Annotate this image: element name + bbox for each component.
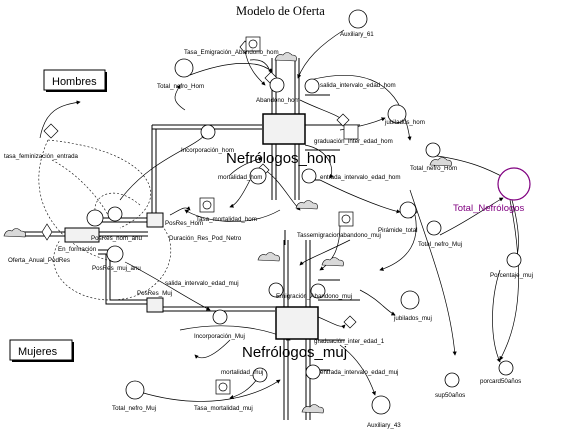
svg-text:Total_nefro_Muj: Total_nefro_Muj bbox=[112, 405, 156, 412]
svg-text:PosRes_Hom: PosRes_Hom bbox=[165, 220, 203, 227]
hombres-label: Hombres bbox=[52, 76, 97, 88]
svg-text:entrada_intervalo_edad_muj: entrada_intervalo_edad_muj bbox=[320, 369, 398, 376]
svg-text:salida_intervalo_edad_hom: salida_intervalo_edad_hom bbox=[320, 82, 396, 89]
svg-text:PosRes_muj_anu: PosRes_muj_anu bbox=[92, 265, 141, 272]
svg-text:graduación_inter_edad_1: graduación_inter_edad_1 bbox=[314, 338, 385, 345]
aux-nodes bbox=[86, 9, 522, 415]
total-nefrologos-node bbox=[497, 167, 531, 201]
stock-posres-muj[interactable]: PosRes_Muj bbox=[137, 290, 172, 313]
svg-text:Porcentaje_muj: Porcentaje_muj bbox=[490, 272, 533, 279]
svg-text:Total_nefro_Muj: Total_nefro_Muj bbox=[418, 241, 462, 248]
svg-text:Total_nefro_Hom: Total_nefro_Hom bbox=[157, 83, 204, 90]
svg-text:Abandono_hom: Abandono_hom bbox=[256, 97, 300, 104]
stock-nefrologos-muj[interactable]: Nefrólogos_muj bbox=[242, 306, 347, 361]
svg-text:tasa_feminización_entrada: tasa_feminización_entrada bbox=[4, 153, 79, 160]
svg-text:Auxiliary_43: Auxiliary_43 bbox=[367, 422, 401, 429]
mujeres-label: Mujeres bbox=[18, 346, 58, 358]
diagram-title: Modelo de Oferta bbox=[236, 4, 325, 18]
svg-text:Pirámide_total: Pirámide_total bbox=[378, 227, 418, 234]
svg-text:salida_intervalo_edad_muj: salida_intervalo_edad_muj bbox=[165, 280, 239, 287]
hombres-label-box: Hombres bbox=[43, 69, 107, 92]
svg-text:Total_Nefrólogos: Total_Nefrólogos bbox=[453, 203, 525, 214]
stock-nefrologos-hom[interactable]: Nefrólogos_hom bbox=[226, 113, 336, 167]
svg-text:Total_nefro_Hom: Total_nefro_Hom bbox=[410, 165, 457, 172]
svg-text:PosRes_Muj: PosRes_Muj bbox=[137, 290, 172, 297]
mujeres-label-box: Mujeres bbox=[9, 339, 74, 362]
svg-text:Tasa_Emigración_Abandono_hom: Tasa_Emigración_Abandono_hom bbox=[184, 49, 279, 56]
svg-text:PosRes_hom_anu: PosRes_hom_anu bbox=[91, 235, 142, 242]
svg-text:jubilados_hom: jubilados_hom bbox=[384, 119, 425, 126]
svg-text:En_formación: En_formación bbox=[58, 246, 97, 253]
svg-text:porcard50años: porcard50años bbox=[480, 378, 521, 385]
stock-nefrologos-hom-label: Nefrólogos_hom bbox=[226, 150, 336, 167]
stock-nefrologos-muj-label: Nefrólogos_muj bbox=[242, 344, 347, 361]
svg-text:Tasa_mortalidad_muj: Tasa_mortalidad_muj bbox=[194, 405, 253, 412]
pipe-posres-muj bbox=[98, 249, 148, 305]
labels: Auxiliary_61 Tasa_Emigración_Abandono_ho… bbox=[4, 31, 533, 429]
svg-text:graduación_inter_edad_hom: graduación_inter_edad_hom bbox=[314, 138, 393, 145]
pipe-posres-hom bbox=[98, 217, 148, 223]
svg-text:Tasa_mortalidad_hom: Tasa_mortalidad_hom bbox=[196, 216, 257, 223]
svg-text:entrada_intervalo_edad_hom: entrada_intervalo_edad_hom bbox=[320, 174, 401, 181]
svg-text:Duración_Res_Pod_Netro: Duración_Res_Pod_Netro bbox=[169, 235, 242, 242]
svg-text:Emigración_Abandono_muj: Emigración_Abandono_muj bbox=[276, 293, 352, 300]
svg-text:mortalidad_hom: mortalidad_hom bbox=[218, 174, 262, 181]
clouds bbox=[3, 52, 452, 414]
pipe-posres-hom-up bbox=[151, 125, 157, 215]
svg-text:Incorporación_Muj: Incorporación_Muj bbox=[194, 333, 245, 340]
pipe-hom-outflows bbox=[305, 94, 360, 181]
ghost-vars bbox=[199, 36, 359, 395]
stock-posres-hom[interactable]: PosRes_Hom bbox=[146, 212, 203, 228]
svg-text:Tassemigracionabandono_muj: Tassemigracionabandono_muj bbox=[297, 232, 381, 239]
svg-text:Auxiliary_61: Auxiliary_61 bbox=[340, 31, 374, 38]
svg-text:Oferta_Anual_PodRes: Oferta_Anual_PodRes bbox=[8, 257, 70, 264]
svg-text:mortalidad_muj: mortalidad_muj bbox=[221, 369, 263, 376]
svg-text:Incorporación_hom: Incorporación_hom bbox=[181, 147, 234, 154]
stock-en-formacion[interactable]: En_formación bbox=[58, 227, 100, 253]
pipe-muj-outflows bbox=[318, 279, 360, 371]
svg-text:sup50años: sup50años bbox=[435, 392, 465, 399]
svg-text:jubilados_muj: jubilados_muj bbox=[393, 315, 432, 322]
